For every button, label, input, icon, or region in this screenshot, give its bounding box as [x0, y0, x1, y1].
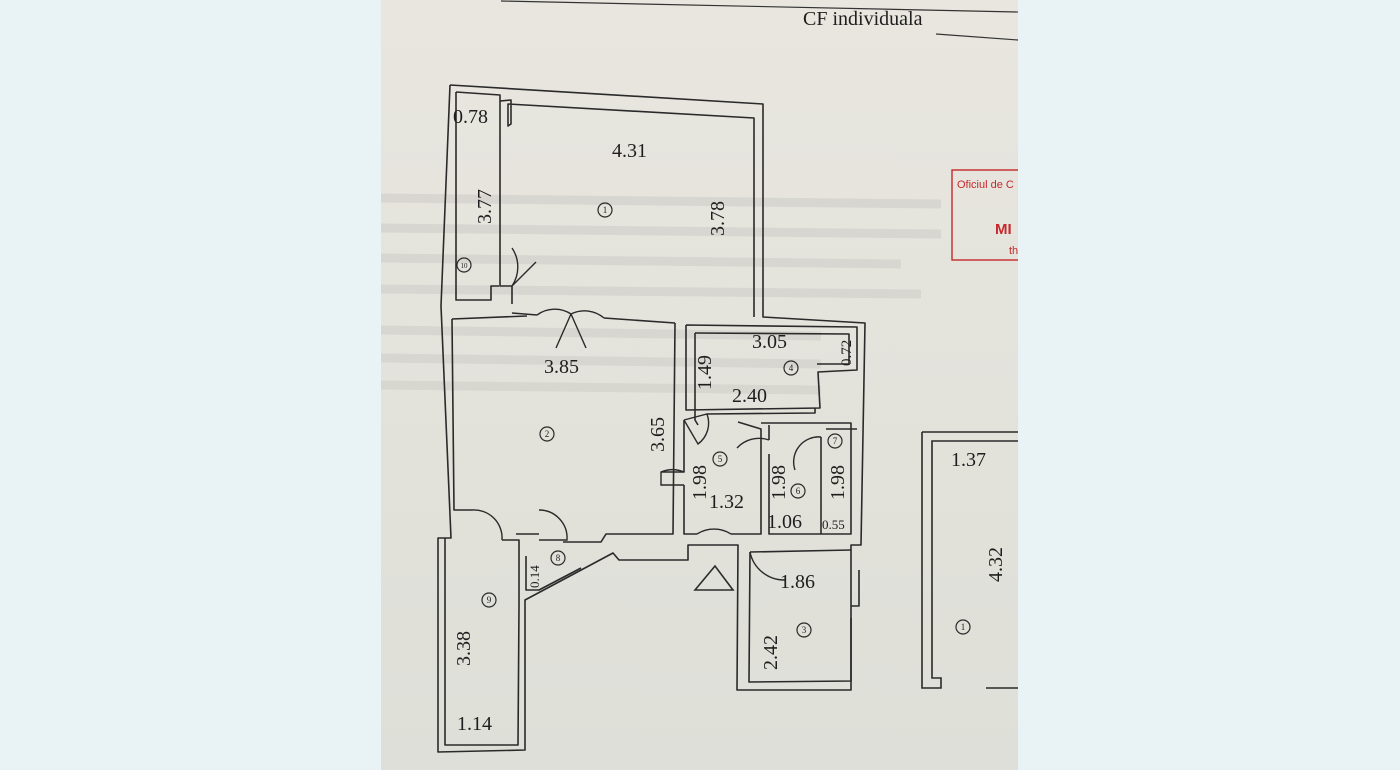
dim-4-31: 4.31 [612, 140, 647, 162]
room-number-10: 10 [461, 262, 469, 270]
dim-1-98-bath: 1.98 [768, 465, 790, 500]
stamp-line-2: MI [995, 221, 1012, 238]
dim-0-14: 0.14 [527, 565, 542, 588]
room-number-4: 4 [789, 363, 794, 373]
dim-3-85: 3.85 [544, 356, 579, 378]
dim-0-72: 0.72 [839, 340, 855, 366]
header-text: CF individuala [803, 8, 923, 30]
dim-1-14: 1.14 [457, 713, 492, 735]
room-number-annex: 1 [961, 622, 966, 632]
dim-0-55: 0.55 [822, 517, 845, 532]
dim-1-98-closet: 1.98 [827, 465, 849, 500]
room-numbers: 1 10 2 4 5 6 7 8 9 3 1 [461, 205, 966, 635]
dim-1-98-hall: 1.98 [689, 465, 711, 500]
dim-3-77: 3.77 [474, 189, 496, 224]
header-lines [500, 0, 1018, 41]
dim-3-78: 3.78 [707, 201, 729, 236]
stamp-line-1: Oficiul de C [957, 179, 1014, 191]
dim-1-49: 1.49 [694, 355, 716, 390]
stamp: Oficiul de C MI th [951, 169, 1018, 261]
room-number-1: 1 [603, 205, 608, 215]
floor-plan-drawing: CF individuala Oficiul de C MI th [381, 0, 1018, 753]
dim-1-86: 1.86 [780, 571, 815, 593]
entrance-triangle [693, 564, 735, 591]
dim-3-38: 3.38 [453, 631, 475, 666]
annex-room [921, 431, 1018, 689]
room-number-7: 7 [833, 436, 838, 446]
room-number-9: 9 [487, 595, 492, 605]
room-number-markers [456, 202, 971, 638]
room-number-2: 2 [545, 429, 550, 439]
room-number-6: 6 [796, 486, 801, 496]
floor-plan-photo: CF individuala Oficiul de C MI th [381, 0, 1018, 770]
dim-2-42: 2.42 [760, 635, 782, 670]
room-number-8: 8 [556, 553, 561, 563]
dim-2-40: 2.40 [732, 385, 767, 407]
dim-1-32: 1.32 [709, 491, 744, 513]
dim-1-37: 1.37 [951, 449, 986, 471]
dim-3-65: 3.65 [647, 417, 669, 452]
dim-0-78: 0.78 [453, 106, 488, 128]
dim-4-32: 4.32 [985, 547, 1007, 582]
dimension-labels: 0.78 4.31 3.77 3.78 3.85 3.05 0.72 1.49 … [453, 106, 1007, 735]
walls [437, 84, 866, 753]
dim-1-06: 1.06 [767, 511, 802, 533]
stamp-line-3: th [1009, 245, 1018, 257]
door-swings [471, 247, 822, 581]
dim-3-05: 3.05 [752, 331, 787, 353]
room-number-5: 5 [718, 454, 723, 464]
room-number-3: 3 [802, 625, 807, 635]
